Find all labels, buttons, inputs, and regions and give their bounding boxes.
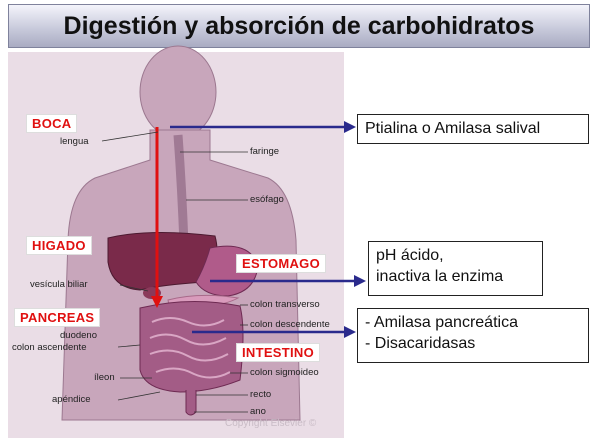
anat-colon-sigmoideo: colon sigmoideo [250,367,319,378]
anat-colon-transverso: colon transverso [250,299,320,310]
blue-arrows [170,121,366,338]
rectum [185,390,197,416]
callout-intestino-line1: - Amilasa pancreática [365,314,518,331]
callout-estomago: pH ácido, inactiva la enzima [368,241,543,296]
callout-estomago-line2: inactiva la enzima [376,268,504,285]
anat-colon-descendente: colon descendente [250,319,330,330]
anat-ileon: íleon [94,372,115,383]
red-arrowhead [151,296,163,308]
anat-apendice: apéndice [52,394,91,405]
anat-esofago: esófago [250,194,284,205]
callout-boca: Ptialina o Amilasa salival [357,114,589,144]
label-estomago: ESTOMAGO [236,254,327,273]
anat-lengua: lengua [60,136,89,147]
anat-recto: recto [250,389,272,400]
copyright-text: Copyright Elsevier © [225,418,317,429]
label-pancreas: PANCREAS [14,308,101,327]
page-title: Digestión y absorción de carbohidratos [63,11,535,40]
anat-vesicula: vesícula biliar [30,279,88,290]
leader-lines [101,131,248,413]
title-bar: Digestión y absorción de carbohidratos [8,4,590,48]
anat-duodeno: duodeno [60,330,97,341]
anat-faringe: faringe [250,146,280,157]
esophagus [173,134,189,246]
label-higado: HIGADO [26,236,92,255]
callout-boca-text: Ptialina o Amilasa salival [365,120,541,137]
label-boca: BOCA [26,114,78,133]
label-intestino: INTESTINO [236,343,321,362]
callout-intestino-line2: - Disacaridasas [365,335,476,352]
anat-colon-ascendente: colon ascendente [12,342,87,353]
anat-ano: ano [250,406,266,417]
intestine-coils [149,317,231,379]
callout-intestino: - Amilasa pancreática - Disacaridasas [357,308,589,363]
intestines [139,300,244,393]
callout-estomago-line1: pH ácido, [376,247,444,264]
